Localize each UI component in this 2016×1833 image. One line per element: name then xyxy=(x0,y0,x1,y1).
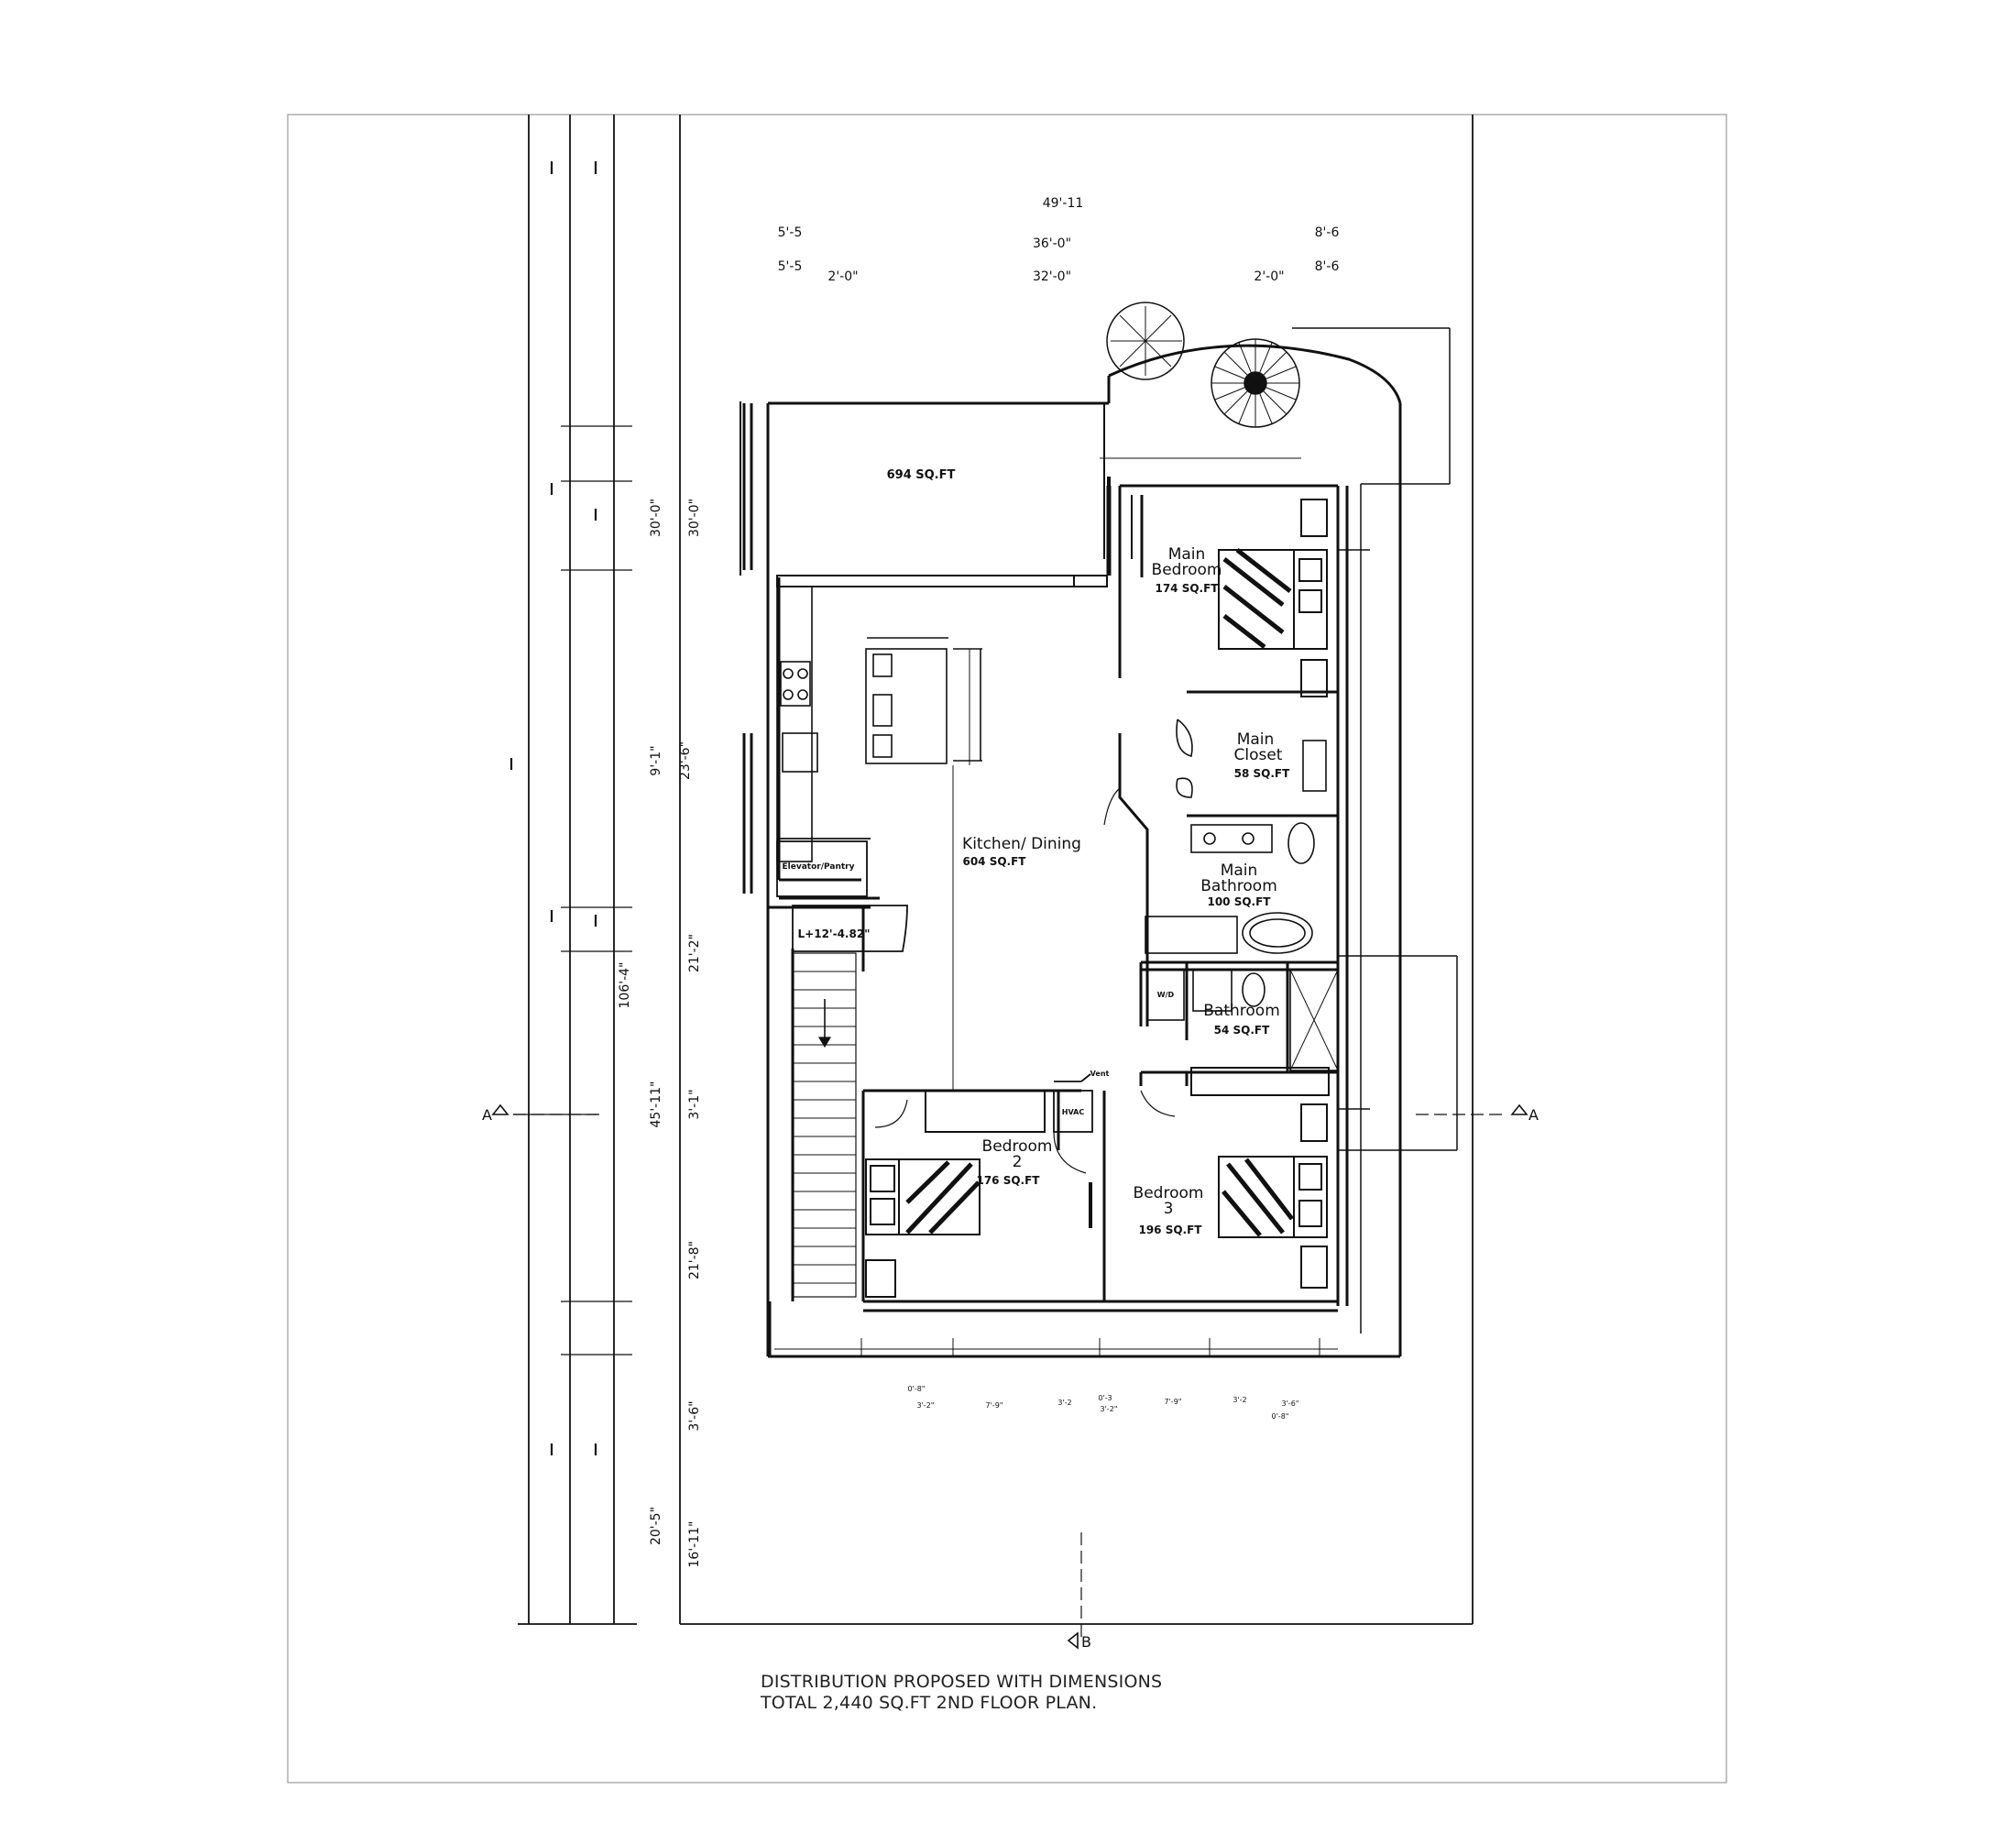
bedroom3-area: 196 SQ.FT xyxy=(1138,1224,1202,1236)
bottom-dimension-row: 0'-8" 3'-2" 7'-9" 3'-2 0'-3 3'-2" 7'-9" 3'-2 3'-… xyxy=(908,1385,1299,1421)
door-swings xyxy=(874,477,1176,1228)
bottom-dimension-label: 3'-2 xyxy=(1233,1396,1246,1404)
main-bedroom-bed-icon xyxy=(1218,499,1328,697)
dim-top-overall: 49'-11 xyxy=(1043,196,1084,211)
main-bedroom-name-2: Bedroom xyxy=(1152,561,1222,579)
dim-top-left-1: 5'-5 xyxy=(778,225,803,240)
hvac-label: HVAC xyxy=(1062,1108,1085,1116)
closet-fixtures xyxy=(1176,719,1327,864)
dim-top-inner: 32'-0" xyxy=(1033,269,1071,284)
bedroom3-bed-icon xyxy=(1190,1067,1330,1289)
bedroom3-name-2: 3 xyxy=(1164,1200,1174,1218)
bottom-dimension-label: 0'-3 xyxy=(1098,1394,1112,1402)
hvac-unit xyxy=(1053,1073,1093,1133)
staircase-icon xyxy=(792,905,908,1298)
bedroom2-name-2: 2 xyxy=(1013,1153,1023,1171)
main-bedroom-name-1: Main xyxy=(1168,545,1206,564)
dim-top-right-1: 8'-6 xyxy=(1315,225,1340,240)
terrace-area: 694 SQ.FT xyxy=(887,468,956,482)
vent-label: Vent xyxy=(1090,1070,1110,1078)
dim-left-20-5: 20'-5" xyxy=(649,1507,663,1545)
dim-left-30a: 30'-0" xyxy=(649,499,663,537)
stair-level-label: L+12'-4.82" xyxy=(798,927,871,940)
elevator-pantry xyxy=(776,838,871,897)
bottom-dimension-label: 3'-2 xyxy=(1057,1399,1071,1407)
washer-dryer-label: W/D xyxy=(1157,991,1175,999)
bottom-dimension-label: 3'-2" xyxy=(1101,1405,1118,1413)
kitchen-fixtures xyxy=(776,586,982,862)
main-bathroom-name-2: Bathroom xyxy=(1200,877,1277,895)
main-closet-area: 58 SQ.FT xyxy=(1234,767,1290,780)
bedroom2-bed-icon xyxy=(865,1090,1046,1298)
section-a-right: A xyxy=(1528,1106,1539,1124)
dim-left-45: 45'-11" xyxy=(649,1081,663,1128)
main-closet-name-1: Main xyxy=(1237,730,1275,749)
dim-top-right-2: 8'-6 xyxy=(1315,259,1340,274)
main-closet-name-2: Closet xyxy=(1234,746,1283,764)
left-dimension-rails xyxy=(509,115,1474,1625)
bottom-dimension-label: 0'-8" xyxy=(908,1385,926,1393)
bottom-dimension-label: 3'-2" xyxy=(917,1401,935,1410)
sheet-frame xyxy=(287,114,1727,1784)
dim-top-right-3: 2'-0" xyxy=(1254,269,1284,284)
section-letters: A A B xyxy=(482,1106,1539,1651)
main-bathroom-fixtures xyxy=(1145,912,1313,954)
spiral-stair-icon xyxy=(1106,302,1300,428)
room-labels: 694 SQ.FT Main Bedroom 174 SQ.FT Main Cl… xyxy=(783,468,1291,1236)
bottom-dimension-label: 0'-8" xyxy=(1272,1412,1289,1421)
dim-left-9: 9'-1" xyxy=(649,745,663,775)
dim-left-23: 23'-6" xyxy=(678,741,693,780)
top-dimensions: 49'-11 36'-0" 32'-0" 5'-5 5'-5 2'-0" 8'-… xyxy=(778,196,1340,284)
dim-left-3-1: 3'-1" xyxy=(687,1089,702,1119)
caption-line-1: DISTRIBUTION PROPOSED WITH DIMENSIONS xyxy=(761,1672,1163,1692)
dim-left-21-2: 21'-2" xyxy=(687,934,702,972)
elevator-pantry-label: Elevator/Pantry xyxy=(783,862,855,872)
bottom-dimension-label: 7'-9" xyxy=(986,1401,1003,1410)
bathroom-fixtures xyxy=(1146,969,1339,1071)
main-bedroom-area: 174 SQ.FT xyxy=(1155,582,1219,595)
dim-left-3-6: 3'-6" xyxy=(687,1400,702,1431)
dim-left-16-11: 16'-11" xyxy=(687,1521,702,1568)
bathroom-area: 54 SQ.FT xyxy=(1214,1024,1270,1037)
dim-left-21-8: 21'-8" xyxy=(687,1241,702,1279)
bottom-dimension-label: 7'-9" xyxy=(1165,1398,1182,1406)
bedroom3-name-1: Bedroom xyxy=(1134,1184,1204,1202)
section-b: B xyxy=(1081,1633,1091,1651)
dim-top-left-3: 2'-0" xyxy=(827,269,858,284)
main-bathroom-name-1: Main xyxy=(1221,862,1258,880)
dim-top-left-2: 5'-5 xyxy=(778,259,803,274)
dim-top-mid: 36'-0" xyxy=(1033,236,1071,251)
bottom-dimension-label: 3'-6" xyxy=(1282,1399,1299,1408)
kitchen-dining-name: Kitchen/ Dining xyxy=(962,835,1081,853)
dim-left-overall: 106'-4" xyxy=(618,962,632,1009)
section-marks xyxy=(491,1103,1528,1650)
kitchen-dining-area: 604 SQ.FT xyxy=(962,855,1026,868)
bedroom2-name-1: Bedroom xyxy=(982,1137,1053,1156)
right-dimension-lines xyxy=(1292,327,1458,1334)
dim-left-30b: 30'-0" xyxy=(687,499,702,537)
terrace-wall xyxy=(740,401,1133,576)
caption-line-2: TOTAL 2,440 SQ.FT 2ND FLOOR PLAN. xyxy=(761,1693,1098,1713)
section-a-left: A xyxy=(482,1106,492,1124)
bedroom2-area: 176 SQ.FT xyxy=(976,1174,1040,1187)
interior-dimension-ticks xyxy=(774,457,1338,1356)
main-bathroom-area: 100 SQ.FT xyxy=(1207,895,1271,908)
bathroom-name: Bathroom xyxy=(1203,1002,1280,1020)
left-dimensions: 106'-4" 30'-0" 30'-0" 9'-1" 23'-6" 21'-2… xyxy=(618,499,702,1568)
plan-caption: DISTRIBUTION PROPOSED WITH DIMENSIONS TO… xyxy=(761,1672,1162,1714)
